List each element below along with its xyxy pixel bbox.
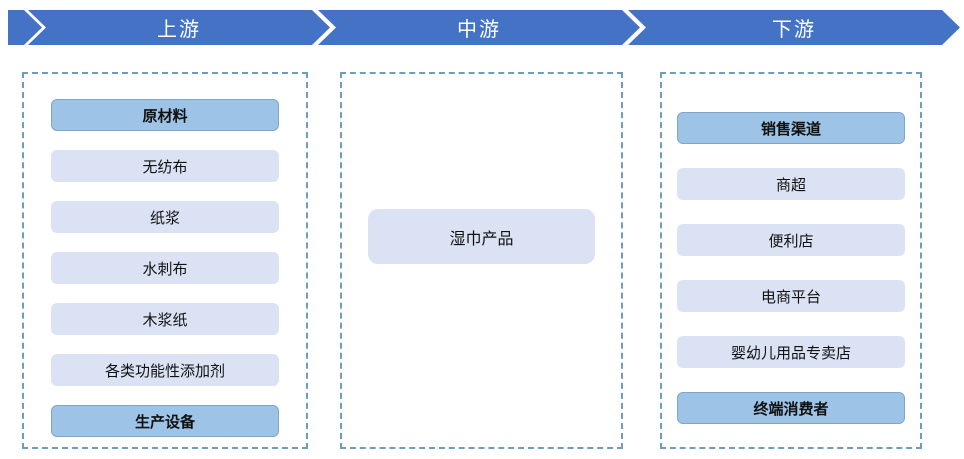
column-midstream: 湿巾产品 [340,72,623,449]
chip-raw-materials: 原材料 [51,99,279,131]
chip-wet-wipes-product: 湿巾产品 [368,209,595,264]
chip-supermarkets: 商超 [677,168,905,200]
chip-production-equipment: 生产设备 [51,405,279,437]
banner-upstream: 上游 [28,10,330,45]
chip-end-consumers: 终端消费者 [677,392,905,424]
chip-ecommerce-platforms: 电商平台 [677,280,905,312]
chip-convenience-stores: 便利店 [677,224,905,256]
banner-downstream: 下游 [628,10,960,45]
chip-paper-pulp: 纸浆 [51,201,279,233]
banner-downstream-label: 下游 [772,19,816,41]
chip-sales-channels: 销售渠道 [677,112,905,144]
column-upstream: 原材料 无纺布 纸浆 水刺布 木浆纸 各类功能性添加剂 生产设备 [22,72,308,449]
chip-baby-products-stores: 婴幼儿用品专卖店 [677,336,905,368]
chip-wood-pulp-paper: 木浆纸 [51,303,279,335]
column-downstream: 销售渠道 商超 便利店 电商平台 婴幼儿用品专卖店 终端消费者 [660,72,922,449]
banner-midstream-label: 中游 [457,19,501,41]
chip-nonwoven-fabric: 无纺布 [51,150,279,182]
banner-upstream-label: 上游 [157,19,201,41]
banner-midstream: 中游 [318,10,640,45]
chip-spunlace-fabric: 水刺布 [51,252,279,284]
chip-functional-additives: 各类功能性添加剂 [51,354,279,386]
